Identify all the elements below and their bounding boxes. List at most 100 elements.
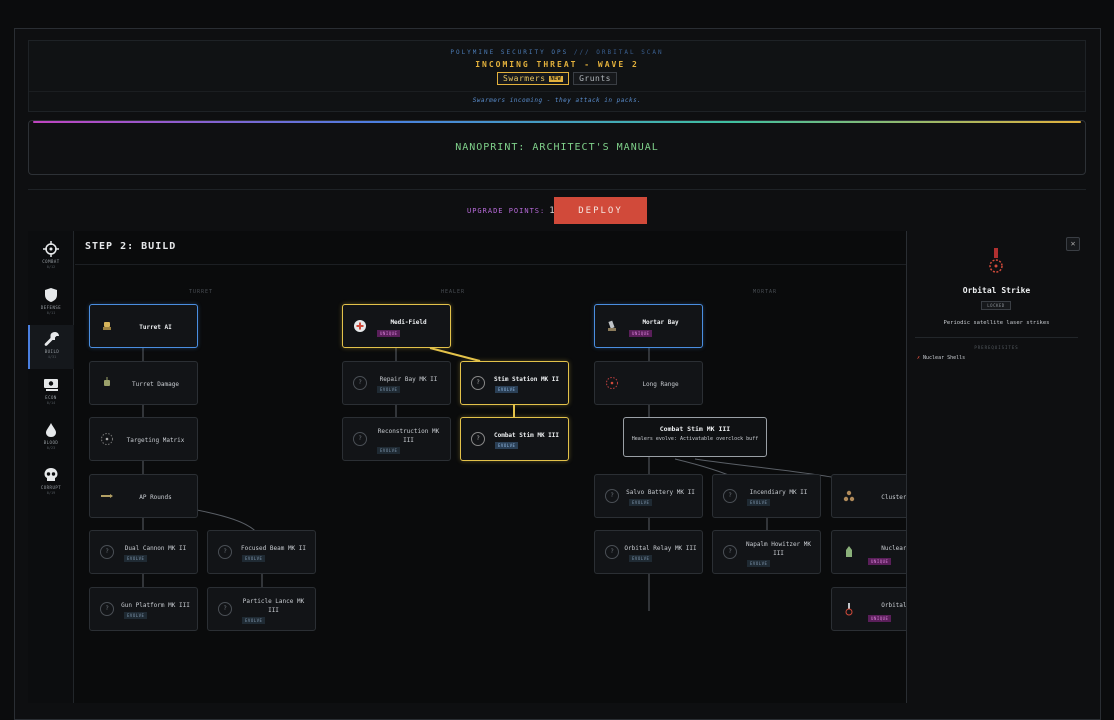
node-dual-cannon[interactable]: ? Dual Cannon MK II EVOLVE xyxy=(89,530,198,574)
node-cluster[interactable]: Cluster S xyxy=(831,474,906,518)
turret-ai-icon xyxy=(103,322,111,330)
cluster-bomb-icon xyxy=(843,490,855,502)
node-reconstruction[interactable]: ? Reconstruction MK III EVOLVE xyxy=(342,417,451,461)
locked-question-icon: ? xyxy=(605,545,619,559)
node-name: Orbital S xyxy=(881,602,906,609)
targeting-icon xyxy=(101,433,113,445)
evolve-tag: EVOLVE xyxy=(242,617,266,624)
skill-tree-board: STEP 2: BUILD TURRET HEALER MORTAR xyxy=(75,231,906,703)
node-tooltip: Combat Stim MK III Healers evolve: Activ… xyxy=(623,417,767,457)
new-badge: NEW xyxy=(548,75,564,82)
sidebar-item-defense[interactable]: DEFENSE 0/11 xyxy=(28,281,74,325)
enemy-chip-label: Swarmers xyxy=(503,74,546,83)
node-combat-stim[interactable]: ? Combat Stim MK III EVOLVE xyxy=(460,417,569,461)
skull-icon xyxy=(44,468,58,481)
node-turret-damage[interactable]: Turret Damage xyxy=(89,361,198,405)
node-targeting-matrix[interactable]: Targeting Matrix xyxy=(89,417,198,461)
node-name: Napalm Howitzer MK III xyxy=(745,541,812,557)
enemy-chip-grunts[interactable]: Grunts xyxy=(573,72,617,85)
detail-description: Periodic satellite laser strikes xyxy=(943,320,1050,326)
node-name: Dual Cannon MK II xyxy=(124,545,187,552)
orbital-strike-icon xyxy=(989,248,1003,273)
sidebar-item-blood[interactable]: BLOOD 0/23 xyxy=(28,416,74,460)
prerequisites-label: PREREQUISITES xyxy=(974,345,1019,350)
node-name: Mortar Bay xyxy=(642,319,679,326)
locked-question-icon: ? xyxy=(605,489,619,503)
locked-question-icon: ? xyxy=(218,602,232,616)
node-name: Nuclear S xyxy=(881,545,906,552)
evolve-tag: EVOLVE xyxy=(629,499,653,506)
node-long-range[interactable]: Long Range xyxy=(594,361,703,405)
evolve-tag: EVOLVE xyxy=(495,386,519,393)
node-name: Focused Beam MK II xyxy=(240,545,307,552)
locked-question-icon: ? xyxy=(353,376,367,390)
title-gradient-bar xyxy=(33,121,1081,123)
node-name: Combat Stim MK III xyxy=(493,432,560,439)
sidebar-item-econ[interactable]: ECON 0/14 xyxy=(28,371,74,415)
node-name: Medi-Field xyxy=(390,319,427,326)
orbital-strike-icon xyxy=(845,603,853,616)
sidebar-item-build[interactable]: BUILD 4/31 xyxy=(28,325,74,369)
detail-panel: ✕ Orbital Strike LOCKED Periodic satelli… xyxy=(906,231,1086,703)
node-name: Incendiary MK II xyxy=(749,489,808,496)
tree-links xyxy=(142,347,881,611)
evolve-tag: EVOLVE xyxy=(124,555,148,562)
detail-title: Orbital Strike xyxy=(962,286,1031,295)
blood-drop-icon xyxy=(46,423,56,437)
sidebar-label: ECON xyxy=(45,395,57,400)
node-stim-station[interactable]: ? Stim Station MK II EVOLVE xyxy=(460,361,569,405)
sidebar-count: 0/14 xyxy=(46,401,56,405)
node-orbital-strike[interactable]: Orbital S UNIQUE xyxy=(831,587,906,631)
locked-question-icon: ? xyxy=(100,545,114,559)
node-gun-platform[interactable]: ? Gun Platform MK III EVOLVE xyxy=(89,587,198,631)
prerequisite-name: Nuclear Shells xyxy=(923,355,966,361)
node-nuclear[interactable]: Nuclear S UNIQUE xyxy=(831,530,906,574)
node-incendiary[interactable]: ? Incendiary MK II EVOLVE xyxy=(712,474,821,518)
node-ap-rounds[interactable]: AP Rounds xyxy=(89,474,198,518)
node-name: AP Rounds xyxy=(139,494,172,501)
close-button[interactable]: ✕ xyxy=(1066,237,1080,251)
node-name: Particle Lance MK III xyxy=(242,598,305,614)
node-turret-ai[interactable]: Turret AI xyxy=(89,304,198,348)
evolve-tag: EVOLVE xyxy=(747,560,771,567)
board-divider xyxy=(75,264,906,265)
header-brand-line: POLYMINE SECURITY OPS /// ORBITAL SCAN xyxy=(29,49,1085,56)
node-particle-lance[interactable]: ? Particle Lance MK III EVOLVE xyxy=(207,587,316,631)
manual-title-panel: NANOPRINT: ARCHITECT'S MANUAL xyxy=(28,120,1086,175)
threat-title: INCOMING THREAT - WAVE 2 xyxy=(475,60,639,69)
evolve-tag: EVOLVE xyxy=(629,555,653,562)
wrench-icon xyxy=(44,332,59,346)
node-salvo-battery[interactable]: ? Salvo Battery MK II EVOLVE xyxy=(594,474,703,518)
mortar-icon xyxy=(608,320,616,331)
category-sidebar: COMBAT 0/12 DEFENSE 0/11 BUILD 4/31 ECON xyxy=(28,231,74,703)
sidebar-label: BUILD xyxy=(44,349,60,354)
node-medi-field[interactable]: Medi-Field UNIQUE xyxy=(342,304,451,348)
header-separator: /// xyxy=(573,49,591,56)
sidebar-item-corrupt[interactable]: CORRUPT 0/19 xyxy=(28,461,74,505)
node-name: Targeting Matrix xyxy=(126,437,185,444)
manual-title: NANOPRINT: ARCHITECT'S MANUAL xyxy=(455,142,659,153)
unique-tag: UNIQUE xyxy=(377,330,401,337)
node-name: Gun Platform MK III xyxy=(121,602,190,609)
sidebar-item-combat[interactable]: COMBAT 0/12 xyxy=(28,235,74,279)
step-title: STEP 2: BUILD xyxy=(85,241,177,252)
node-orbital-relay[interactable]: ? Orbital Relay MK III EVOLVE xyxy=(594,530,703,574)
sidebar-label: CORRUPT xyxy=(40,485,62,490)
node-name: Repair Bay MK II xyxy=(379,376,438,383)
node-repair-bay[interactable]: ? Repair Bay MK II EVOLVE xyxy=(342,361,451,405)
divider xyxy=(28,189,1086,190)
threat-header: POLYMINE SECURITY OPS /// ORBITAL SCAN I… xyxy=(28,40,1086,112)
node-mortar-bay[interactable]: Mortar Bay UNIQUE xyxy=(594,304,703,348)
node-napalm-howitzer[interactable]: ? Napalm Howitzer MK III EVOLVE xyxy=(712,530,821,574)
upgrade-points: UPGRADE POINTS:1 xyxy=(467,206,556,216)
turret-damage-icon xyxy=(104,377,110,386)
node-name: Reconstruction MK III xyxy=(377,428,440,444)
sidebar-count: 0/11 xyxy=(46,311,56,315)
sidebar-count: 0/12 xyxy=(46,265,56,269)
header-brand: POLYMINE SECURITY OPS xyxy=(450,49,569,56)
locked-question-icon: ? xyxy=(723,489,737,503)
node-name: Stim Station MK II xyxy=(493,376,560,383)
node-focused-beam[interactable]: ? Focused Beam MK II EVOLVE xyxy=(207,530,316,574)
deploy-button[interactable]: DEPLOY xyxy=(554,197,647,224)
